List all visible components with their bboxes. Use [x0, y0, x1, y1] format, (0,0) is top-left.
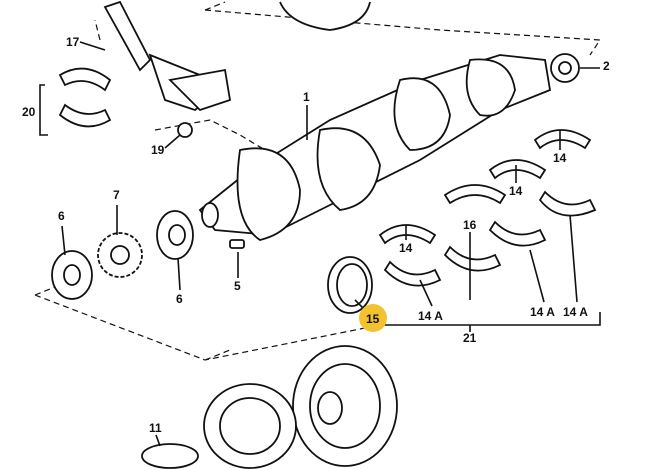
crankshaft [198, 54, 552, 241]
label-21[interactable]: 21 [463, 331, 477, 345]
label-11[interactable]: 11 [149, 421, 162, 435]
main-bearing-shells [378, 129, 597, 287]
label-14[interactable]: 14 [553, 151, 567, 165]
label-14a[interactable]: 14 A [563, 305, 588, 319]
conrod-nut [177, 122, 193, 138]
conrod-bearing-shells [39, 67, 112, 136]
label-14a[interactable]: 14 A [418, 309, 443, 323]
label-14[interactable]: 14 [509, 184, 523, 198]
label-7[interactable]: 7 [113, 188, 120, 202]
label-2[interactable]: 2 [603, 59, 610, 73]
flywheel [279, 1, 371, 31]
label-14a[interactable]: 14 A [530, 305, 555, 319]
label-15[interactable]: 15 [366, 312, 380, 326]
label-16[interactable]: 16 [463, 218, 477, 232]
highlight-marker [359, 304, 387, 332]
pulleys [141, 345, 398, 469]
label-20[interactable]: 20 [22, 105, 36, 119]
label-6[interactable]: 6 [176, 292, 183, 306]
label-14[interactable]: 14 [399, 241, 413, 255]
leader-lines [61, 41, 601, 447]
label-17[interactable]: 17 [66, 35, 80, 49]
label-19[interactable]: 19 [151, 143, 165, 157]
conrod-frame [94, 19, 266, 151]
woodruff-key [229, 239, 245, 249]
flywheel-frame [204, 1, 602, 56]
connecting-rod [103, 0, 232, 138]
label-5[interactable]: 5 [234, 279, 241, 293]
label-6[interactable]: 6 [58, 209, 65, 223]
label-1[interactable]: 1 [303, 90, 310, 104]
